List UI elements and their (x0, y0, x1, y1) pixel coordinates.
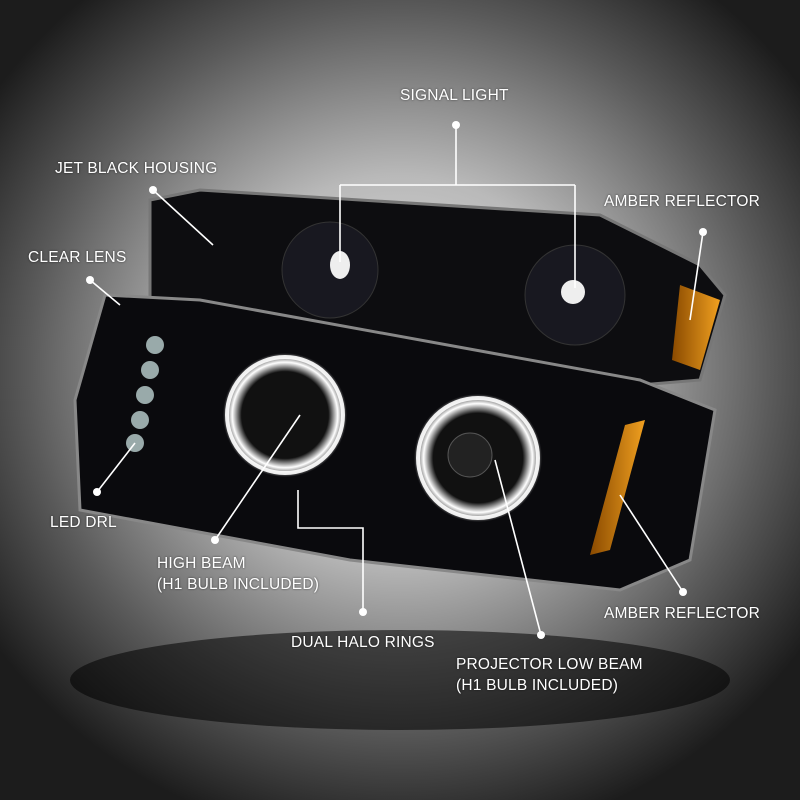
led-drl-strip (126, 336, 164, 452)
bulb-glint (330, 251, 350, 279)
label-high-beam-line1: HIGH BEAM (157, 555, 246, 572)
label-dual-halo-rings: DUAL HALO RINGS (291, 634, 435, 651)
shadow (70, 630, 730, 730)
label-projector-low-beam-line2: (H1 BULB INCLUDED) (456, 677, 619, 694)
label-high-beam: HIGH BEAM (H1 BULB INCLUDED) (157, 553, 319, 595)
label-clear-lens: CLEAR LENS (28, 249, 127, 266)
label-jet-black-housing: JET BLACK HOUSING (55, 160, 218, 177)
label-signal-light: SIGNAL LIGHT (400, 87, 509, 104)
bulb-glint (561, 280, 585, 304)
label-led-drl: LED DRL (50, 514, 117, 531)
label-amber-reflector-top: AMBER REFLECTOR (604, 193, 761, 210)
amber-reflector-top (672, 285, 720, 370)
callout-lines (89, 125, 704, 636)
label-projector-low-beam: PROJECTOR LOW BEAM (H1 BULB INCLUDED) (456, 654, 643, 696)
label-amber-reflector-bottom: AMBER REFLECTOR (604, 605, 761, 622)
callout-dots (86, 121, 707, 639)
amber-reflector-bottom (590, 420, 645, 555)
label-projector-low-beam-line1: PROJECTOR LOW BEAM (456, 656, 643, 673)
headlight-housing (73, 293, 717, 592)
signal-bulb-left (281, 221, 379, 319)
label-high-beam-line2: (H1 BULB INCLUDED) (157, 576, 320, 593)
halo-ring-left (223, 353, 347, 477)
